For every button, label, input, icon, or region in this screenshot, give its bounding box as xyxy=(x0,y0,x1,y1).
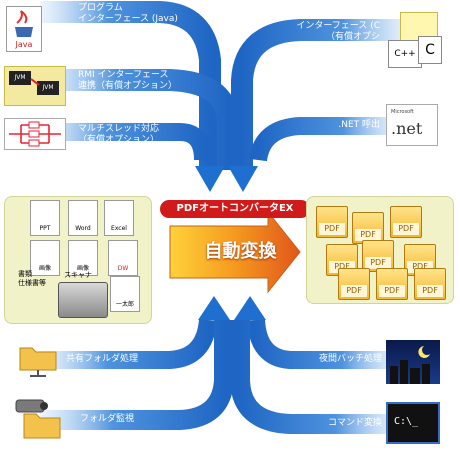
arrow-folder-monitor xyxy=(40,320,234,430)
jvm-icon: JVM JVM xyxy=(4,66,66,106)
arrow-down-left xyxy=(195,166,225,192)
label-night-batch-line-1: 夜間バッチ処理 xyxy=(318,354,382,364)
doc-ichitaro: 一太郎 xyxy=(110,276,140,312)
pdf-doc-7-label: PDF xyxy=(341,285,367,297)
command-icon: C:\_ xyxy=(386,402,440,444)
command-prompt-text: C:\_ xyxy=(394,416,419,427)
doc-ichitaro-label: 一太郎 xyxy=(115,301,134,308)
jvm-label-b: JVM xyxy=(42,84,54,91)
pdf-doc-1: PDF xyxy=(316,206,348,238)
printer-icon xyxy=(58,282,108,318)
arrow-c-cpp xyxy=(231,19,410,170)
label-shared-folder-line-1: 共有フォルダ処理 xyxy=(66,354,139,364)
label-rmi: RMI インターフェース 連携（有償オプション） xyxy=(78,70,177,92)
auto-convert-label: 自動変換 xyxy=(204,241,277,262)
microsoft-label: Microsoft xyxy=(391,109,414,115)
doc-image-1-label: 画像 xyxy=(38,265,51,272)
pdf-doc-1-label: PDF xyxy=(319,223,345,235)
doc-dw: DW xyxy=(108,240,138,276)
jvm-screen-a: JVM xyxy=(9,71,31,85)
label-dotnet: .NET 呼出 xyxy=(300,120,380,131)
label-shared-folder: 共有フォルダ処理 xyxy=(66,354,138,365)
label-c-line-2: インターフェース (C xyxy=(296,21,380,31)
cpp-label: C++ xyxy=(394,49,416,59)
arrow-up-right xyxy=(234,296,266,320)
label-java: プログラム インターフェース (Java) （有償オプション） xyxy=(78,3,178,36)
jvm-label-a: JVM xyxy=(14,74,26,81)
thread-diagram-icon xyxy=(9,121,61,147)
doc-excel-label: Excel xyxy=(111,225,127,232)
arrow-up-left xyxy=(198,296,230,320)
pdf-doc-7: PDF xyxy=(338,268,370,300)
java-icon: Java xyxy=(6,6,42,52)
doc-ppt-label: PPT xyxy=(39,225,51,232)
doc-excel: Excel xyxy=(104,200,134,236)
night-batch-icon xyxy=(386,340,440,384)
label-c: プログラム インターフェース (C （有償オプシ xyxy=(276,10,380,43)
arrow-command xyxy=(230,320,400,434)
jvm-link-icon xyxy=(30,78,40,86)
convert-arrow xyxy=(169,210,301,294)
pdf-doc-5: PDF xyxy=(362,240,394,272)
pdf-doc-2-label: PDF xyxy=(355,229,381,241)
label-java-line-1: プログラム xyxy=(78,3,123,13)
pdf-doc-9-label: PDF xyxy=(417,285,443,297)
doc-dw-label: DW xyxy=(117,265,129,272)
label-java-line-3: （有償オプション） xyxy=(78,25,160,35)
java-cup-icon xyxy=(15,10,33,37)
c-cpp-doc: C++ xyxy=(388,40,422,68)
label-rmi-line-1: RMI インターフェース xyxy=(78,70,169,80)
pdf-doc-8: PDF xyxy=(376,268,408,300)
java-icon-label: Java xyxy=(15,40,33,49)
c-label: C xyxy=(425,42,435,58)
pdf-doc-3-label: PDF xyxy=(393,223,419,235)
jvm-screen-b: JVM xyxy=(37,81,59,95)
c-cpp-icon: C++ C xyxy=(384,12,444,68)
label-folder-monitor: フォルダ監視 xyxy=(80,414,134,425)
doc-word: Word xyxy=(68,200,98,236)
doc-image-2: 画像 xyxy=(68,240,98,276)
label-c-line-1: プログラム xyxy=(335,10,380,20)
arrow-java xyxy=(40,1,221,170)
label-multithread: マルチスレッド対応 （有償オプション） xyxy=(78,124,159,146)
label-dotnet-line-1: .NET 呼出 xyxy=(338,120,380,130)
label-command-line-1: コマンド変換 xyxy=(327,418,382,428)
label-command: コマンド変換 xyxy=(300,418,382,429)
camera-folder-icon xyxy=(15,399,61,439)
dotnet-icon: Microsoft .net xyxy=(386,104,438,146)
folder-monitor-icon xyxy=(14,396,64,440)
pdf-doc-5-label: PDF xyxy=(365,257,391,269)
label-folder-monitor-line-1: フォルダ監視 xyxy=(80,414,135,424)
label-multithread-line-2: （有償オプション） xyxy=(78,135,160,145)
arrow-dotnet xyxy=(249,117,400,162)
arrow-rmi xyxy=(40,69,239,170)
c-doc: C xyxy=(418,36,442,64)
pdf-doc-3: PDF xyxy=(390,206,422,238)
doc-ppt: PPT xyxy=(30,200,60,236)
product-title: PDFオートコンバータEX xyxy=(160,200,310,218)
arrow-night-batch xyxy=(247,319,400,369)
arrow-shared-folder xyxy=(40,318,217,369)
shared-folder-icon xyxy=(18,340,58,378)
multithread-icon xyxy=(4,118,66,150)
dotnet-label: .net xyxy=(391,119,423,138)
arrow-multithread xyxy=(40,123,212,161)
doc-word-label: Word xyxy=(75,225,91,232)
doc-image-2-label: 画像 xyxy=(76,265,89,272)
doc-spec-label: 書類 仕様書等 xyxy=(18,270,46,287)
doc-image-1: 画像 xyxy=(30,240,60,276)
scanner-label: スキャナ xyxy=(64,271,92,279)
pdf-doc-8-label: PDF xyxy=(379,285,405,297)
night-city-icon xyxy=(390,346,430,384)
label-night-batch: 夜間バッチ処理 xyxy=(300,354,382,365)
label-java-line-2: インターフェース (Java) xyxy=(78,14,178,24)
label-multithread-line-1: マルチスレッド対応 xyxy=(78,124,160,134)
folder-network-icon xyxy=(19,347,57,377)
arrow-down-right xyxy=(228,166,258,192)
label-rmi-line-2: 連携（有償オプション） xyxy=(78,81,178,91)
label-c-line-3: （有償オプシ xyxy=(325,32,380,42)
pdf-doc-9: PDF xyxy=(414,268,446,300)
